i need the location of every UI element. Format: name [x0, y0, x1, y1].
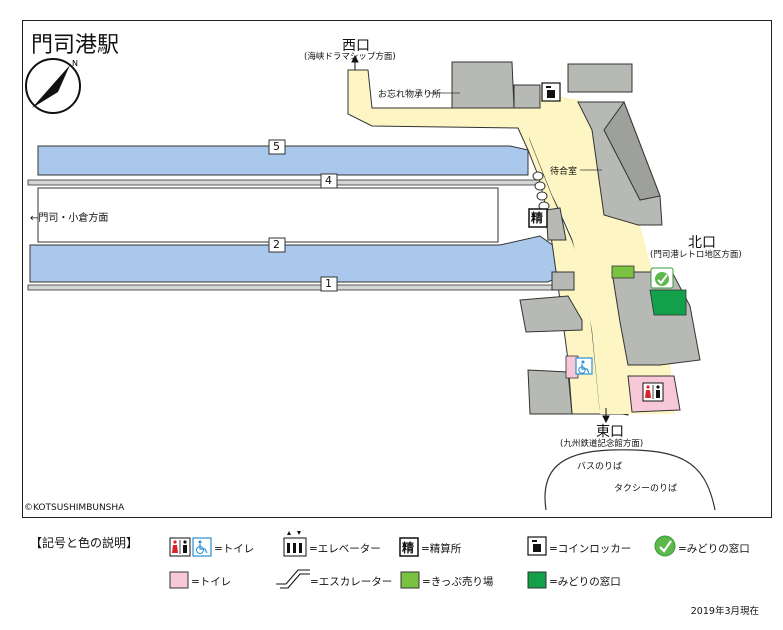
legend-toilet-color-text: =トイレ [191, 576, 232, 588]
east-exit-sub: (九州鉄道記念館方面) [560, 439, 644, 449]
fare-adjust-mark: 精 [531, 211, 544, 225]
lost-found-label: お忘れ物承り所 [378, 90, 442, 100]
legend-midori-color [527, 571, 547, 589]
legend-coin-locker-icon [527, 536, 547, 556]
platform-4: 4 [325, 174, 332, 187]
north-exit-sub: (門司港レトロ地区方面) [650, 250, 742, 260]
map-frame [22, 20, 772, 518]
exit-arrows [351, 54, 610, 424]
legend-toilet-color [169, 571, 189, 589]
platform-2: 2 [273, 238, 280, 251]
legend-midori-icon [654, 535, 676, 557]
fare-adjust-icon [528, 208, 548, 228]
bus-stop-label: バスのりば [577, 462, 623, 472]
platform-markers [268, 139, 338, 292]
legend-toilet-icon [169, 537, 191, 557]
taxi-stop-label: タクシーのりば [614, 484, 678, 494]
svg-text:N: N [72, 59, 78, 68]
legend-ticket-machine-color [400, 571, 420, 589]
tracks [27, 145, 569, 291]
legend-fare-mark: 精 [402, 541, 415, 555]
copyright: ©KOTSUSHIMBUNSHA [24, 503, 125, 513]
legend-elevator-icon [283, 531, 307, 557]
legend-accessible-icon [192, 537, 212, 557]
west-exit-sub: (海峡ドラマシップ方面) [304, 52, 396, 62]
legend-escalator-icon [276, 569, 310, 589]
bus-taxi-area [544, 449, 716, 511]
platform-1: 1 [325, 277, 332, 290]
waiting-room-label: 待合室 [550, 167, 578, 177]
legend-ticket-machine-text: =きっぷ売り場 [422, 576, 494, 588]
date-label: 2019年3月現在 [690, 606, 759, 617]
ticket-machine-area [611, 265, 635, 279]
direction-label: ←門司・小倉方面 [30, 213, 109, 224]
north-arrow-icon: N [25, 58, 81, 114]
station-title: 門司港駅 [31, 33, 120, 58]
midori-office-area [649, 289, 687, 316]
stairs [532, 171, 550, 211]
west-exit-label: 西口 [342, 38, 370, 54]
north-exit-label: 北口 [688, 235, 716, 251]
legend-fare-adjust-text: =精算所 [421, 543, 462, 555]
legend-title: 【記号と色の説明】 [30, 536, 139, 550]
pointer-lines [428, 92, 602, 171]
legend-escalator-text: =エスカレーター [310, 576, 393, 588]
legend-fare-adjust-icon [399, 537, 419, 557]
legend-elevator-text: =エレベーター [309, 543, 381, 555]
legend-midori-icon-text: =みどりの窓口 [678, 543, 750, 555]
coin-locker-icon [541, 82, 561, 102]
legend-toilet-text: =トイレ [214, 543, 255, 555]
toilet-icon [642, 382, 664, 402]
legend-midori-color-text: =みどりの窓口 [549, 576, 621, 588]
midori-window-icon [650, 267, 674, 289]
accessible-icon [575, 357, 593, 375]
platform-5: 5 [273, 140, 280, 153]
legend-coin-locker-text: =コインロッカー [549, 543, 632, 555]
east-exit-label: 東口 [596, 424, 624, 440]
